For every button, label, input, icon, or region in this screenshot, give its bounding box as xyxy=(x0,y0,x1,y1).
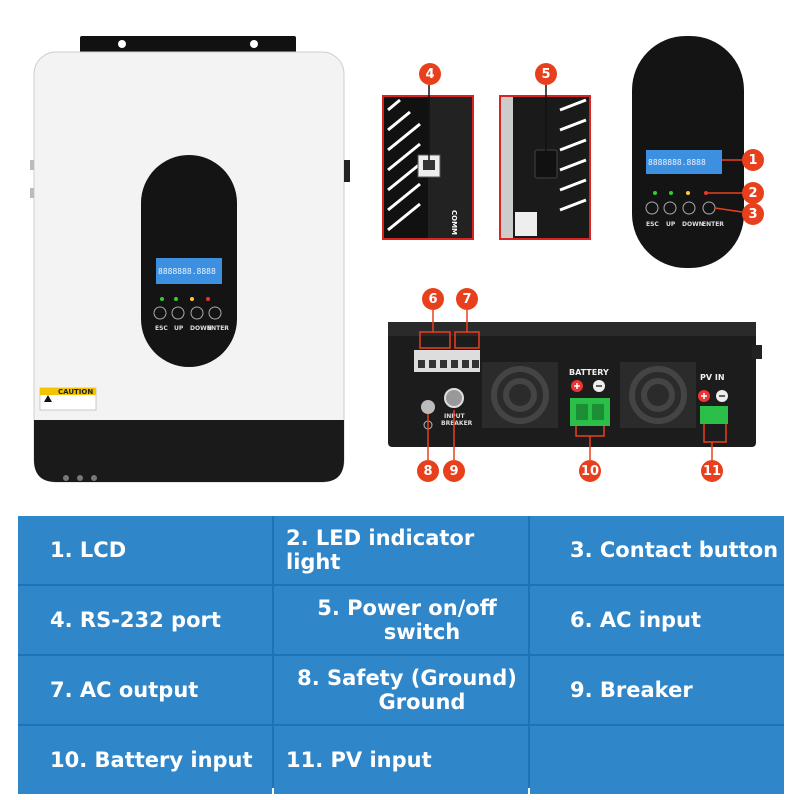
legend-cell: 10. Battery input xyxy=(18,726,272,794)
breaker xyxy=(444,388,464,408)
callout-7: 7 xyxy=(456,288,478,310)
legend-cell: 4. RS-232 port xyxy=(18,586,272,654)
legend-table: 1. LCD 2. LED indicator light 3. Contact… xyxy=(18,516,784,794)
lcd-screen xyxy=(156,258,222,284)
svg-text:UP: UP xyxy=(666,221,676,228)
fan-grille-right xyxy=(620,362,696,428)
legend-cell-line: 5. Power on/off xyxy=(317,596,497,620)
svg-text:UP: UP xyxy=(174,325,184,332)
legend-cell: 2. LED indicator light xyxy=(274,516,528,584)
legend-cell: 6. AC input xyxy=(530,586,784,654)
legend-cell: 5. Power on/off switch xyxy=(274,586,528,654)
legend-cell: 1. LCD xyxy=(18,516,272,584)
callout-1: 1 xyxy=(742,149,764,171)
callout-3: 3 xyxy=(742,203,764,225)
legend-cell-line: Ground xyxy=(378,690,466,714)
svg-text:DOWN: DOWN xyxy=(682,221,704,228)
callout-8: 8 xyxy=(417,460,439,482)
svg-text:BATTERY: BATTERY xyxy=(569,368,609,377)
inverter-base xyxy=(34,420,344,482)
svg-text:BREAKER: BREAKER xyxy=(441,420,473,427)
legend-cell: 3. Contact button xyxy=(530,516,784,584)
svg-text:PV IN: PV IN xyxy=(700,373,725,382)
svg-text:COMM: COMM xyxy=(450,210,458,235)
callout-2: 2 xyxy=(742,182,764,204)
svg-text:DOWN: DOWN xyxy=(190,325,212,332)
svg-text:ENTER: ENTER xyxy=(207,325,229,332)
fan-grille-left xyxy=(482,362,558,428)
svg-text:ESC: ESC xyxy=(155,325,168,332)
svg-text:8888888.8888: 8888888.8888 xyxy=(158,267,216,276)
ground-terminal xyxy=(421,400,435,414)
callout-5: 5 xyxy=(535,63,557,85)
legend-cell: 11. PV input xyxy=(274,726,528,794)
panel-lcd xyxy=(646,150,722,174)
front-leds xyxy=(160,297,210,301)
legend-cell: 9. Breaker xyxy=(530,656,784,724)
callout-6: 6 xyxy=(422,288,444,310)
svg-text:ESC: ESC xyxy=(646,221,659,228)
legend-cell-line: 8. Safety (Ground) xyxy=(297,666,517,690)
front-buttons xyxy=(153,306,222,320)
pv-connector xyxy=(700,406,728,424)
legend-cell-line: switch xyxy=(383,620,461,644)
legend-cell xyxy=(530,726,784,794)
svg-text:INPUT: INPUT xyxy=(444,413,466,420)
callout-10: 10 xyxy=(579,460,601,482)
callout-9: 9 xyxy=(443,460,465,482)
callout-4: 4 xyxy=(419,63,441,85)
caution-text: CAUTION xyxy=(58,388,93,396)
callout-11: 11 xyxy=(701,460,723,482)
svg-text:ENTER: ENTER xyxy=(702,221,724,228)
legend-cell: 7. AC output xyxy=(18,656,272,724)
svg-text:8888888.8888: 8888888.8888 xyxy=(648,158,706,167)
legend-cell: 8. Safety (Ground) Ground xyxy=(274,656,528,724)
